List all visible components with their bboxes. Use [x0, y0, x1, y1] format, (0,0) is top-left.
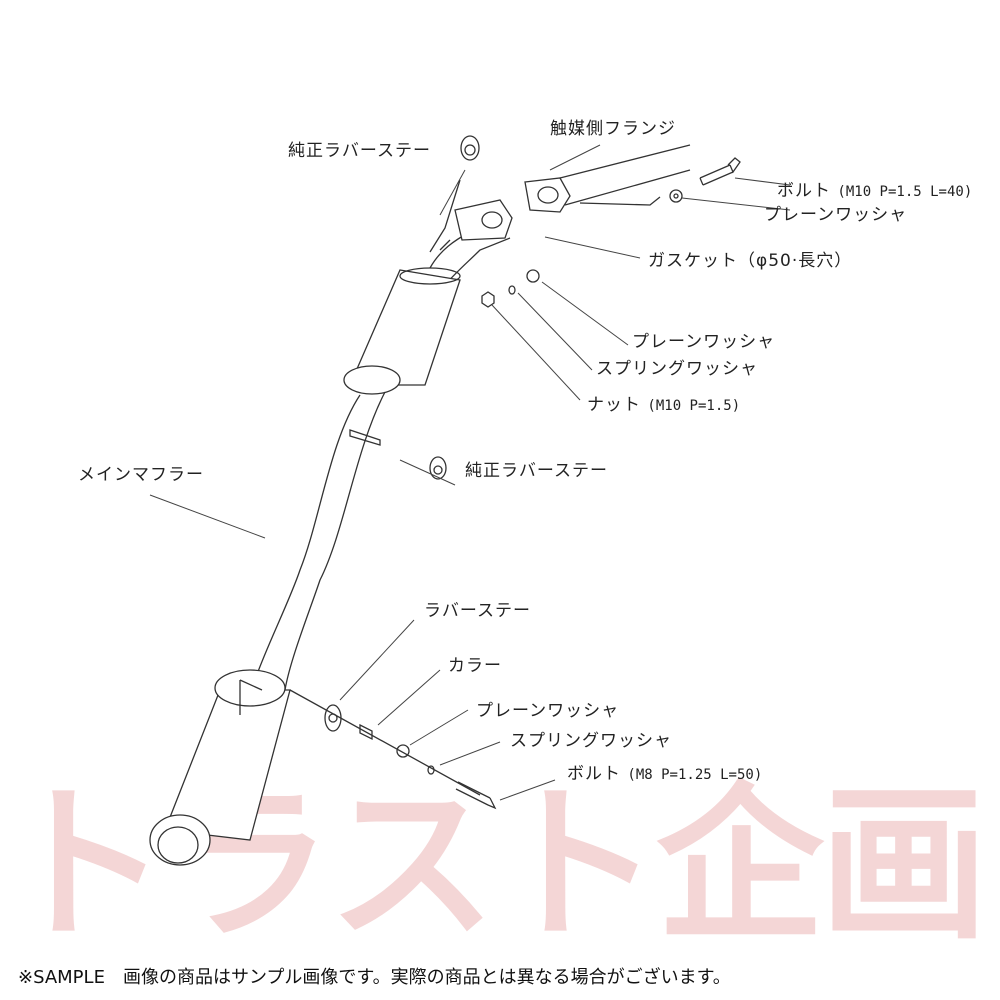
label-collar: カラー: [448, 656, 502, 676]
rear-muffler: [149, 669, 291, 866]
label-plain-washer-bottom: プレーンワッシャ: [476, 701, 620, 721]
label-main-muffler: メインマフラー: [78, 465, 204, 485]
watermark-char: 企: [656, 767, 824, 963]
label-nut: ナット (M10 P=1.5): [587, 394, 740, 417]
label-spring-washer-bottom: スプリングワッシャ: [510, 731, 672, 751]
rubber-stay-part: [324, 135, 480, 732]
bolt-m10-spec: (M10 P=1.5 L=40): [837, 184, 973, 200]
label-gasket: ガスケット（φ50·長穴）: [648, 251, 853, 271]
bolt-m8-spec: (M8 P=1.25 L=50): [627, 767, 763, 783]
upper-muffler: [343, 179, 461, 395]
bolt-m8-part: [289, 689, 497, 810]
front-pipe: [429, 144, 691, 286]
label-oem-rubber-stay-top: 純正ラバーステー: [288, 141, 431, 161]
watermark-char: ト: [492, 767, 660, 963]
brand-watermark: トラスト企画: [0, 770, 1000, 960]
label-oem-rubber-stay-mid: 純正ラバーステー: [465, 461, 608, 481]
watermark-char: ス: [328, 767, 496, 963]
bolt-m10-part: [579, 157, 741, 206]
leader-lines: [149, 144, 791, 801]
nut-name: ナット: [587, 395, 641, 415]
label-spring-washer-mid: スプリングワッシャ: [596, 359, 758, 379]
mid-pipe: [254, 391, 386, 691]
watermark-char: ト: [0, 767, 168, 963]
watermark-char: 画: [820, 767, 988, 963]
label-bolt-m10: ボルト (M10 P=1.5 L=40): [777, 180, 972, 203]
label-bolt-m8: ボルト (M8 P=1.25 L=50): [567, 763, 762, 786]
nut-spec: (M10 P=1.5): [647, 398, 741, 414]
bolt-m10-name: ボルト: [777, 181, 831, 201]
sample-disclaimer: ※SAMPLE 画像の商品はサンプル画像です。実際の商品とは異なる場合がございま…: [18, 967, 731, 988]
nut-washers-part: [481, 269, 540, 308]
bolt-m8-name: ボルト: [567, 764, 621, 784]
label-catalyst-flange: 触媒側フランジ: [550, 119, 676, 139]
label-plain-washer-mid: プレーンワッシャ: [632, 332, 776, 352]
label-rubber-stay: ラバーステー: [424, 601, 531, 621]
label-plain-washer-top: プレーンワッシャ: [764, 205, 908, 225]
